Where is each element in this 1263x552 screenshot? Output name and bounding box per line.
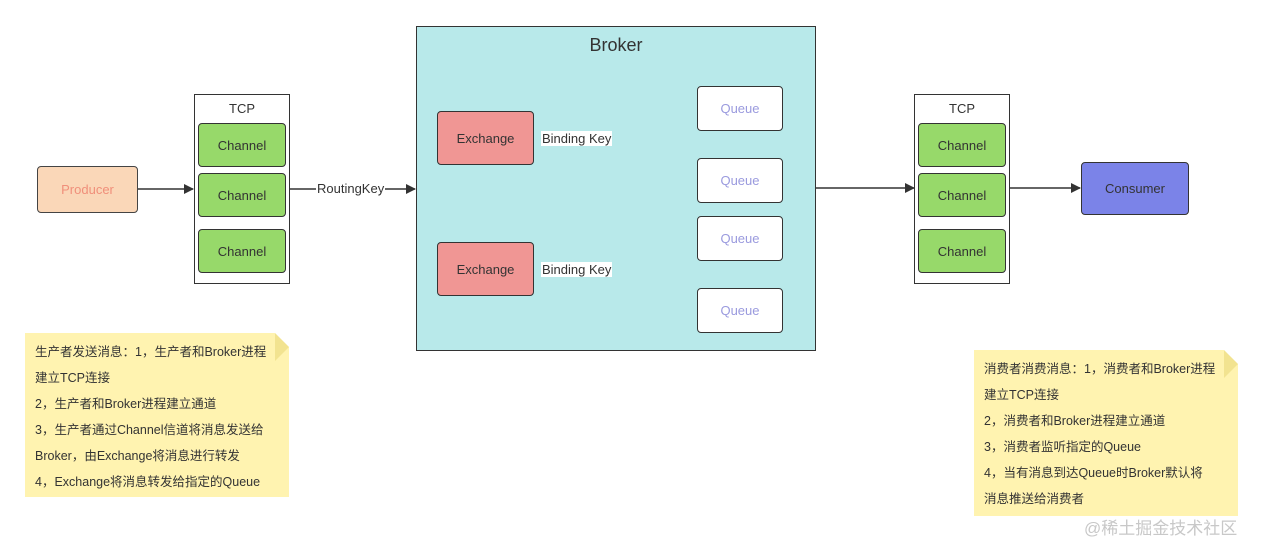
channel-label: Channel — [937, 187, 987, 203]
queue-label: Queue — [720, 173, 760, 188]
producer-tcp-container: TCP Channel Channel Channel — [194, 94, 290, 284]
note-line: 3，生产者通过Channel信道将消息发送给 — [35, 423, 264, 437]
channel-label: Channel — [937, 243, 987, 259]
queue-3: Queue — [697, 216, 783, 261]
consumer-tcp-container: TCP Channel Channel Channel — [914, 94, 1010, 284]
queue-2: Queue — [697, 158, 783, 203]
note-line: 消费者消费消息：1，消费者和Broker进程 — [984, 362, 1216, 376]
producer-note: 生产者发送消息：1，生产者和Broker进程 建立TCP连接 2，生产者和Bro… — [25, 333, 289, 497]
queue-label: Queue — [720, 303, 760, 318]
queue-1: Queue — [697, 86, 783, 131]
producer-label: Producer — [61, 182, 114, 197]
producer-tcp-label: TCP — [229, 101, 255, 116]
watermark-text: @稀土掘金技术社区 — [1084, 519, 1238, 538]
exchange-label: Exchange — [456, 130, 515, 146]
consumer-note: 消费者消费消息：1，消费者和Broker进程 建立TCP连接 2，消费者和Bro… — [974, 350, 1238, 516]
consumer-label: Consumer — [1105, 181, 1165, 196]
binding-key-label-2: Binding Key — [541, 262, 613, 277]
consumer-channel-3: Channel — [918, 229, 1006, 273]
producer-channel-1: Channel — [198, 123, 286, 167]
note-line: 建立TCP连接 — [35, 371, 111, 385]
exchange-label: Exchange — [456, 261, 515, 277]
consumer-tcp-label: TCP — [949, 101, 975, 116]
producer-channel-3: Channel — [198, 229, 286, 273]
broker-title: Broker — [589, 35, 643, 55]
consumer-node: Consumer — [1081, 162, 1189, 215]
queue-4: Queue — [697, 288, 783, 333]
routing-key-label: RoutingKey — [316, 181, 386, 196]
note-line: 4，Exchange将消息转发给指定的Queue — [35, 475, 261, 489]
note-line: 4，当有消息到达Queue时Broker默认将 — [984, 466, 1203, 480]
binding-key-label-1: Binding Key — [541, 131, 613, 146]
consumer-channel-1: Channel — [918, 123, 1006, 167]
note-line: 生产者发送消息：1，生产者和Broker进程 — [35, 345, 267, 359]
note-line: 消息推送给消费者 — [984, 492, 1085, 506]
note-line: Broker，由Exchange将消息进行转发 — [35, 449, 240, 463]
queue-label: Queue — [720, 231, 760, 246]
note-line: 3，消费者监听指定的Queue — [984, 440, 1141, 454]
note-fold-corner — [1224, 350, 1238, 378]
note-fold-corner — [275, 333, 289, 361]
note-line: 建立TCP连接 — [984, 388, 1060, 402]
exchange-2: Exchange — [437, 242, 534, 296]
queue-label: Queue — [720, 101, 760, 116]
channel-label: Channel — [217, 137, 267, 153]
producer-channel-2: Channel — [198, 173, 286, 217]
note-line: 2，生产者和Broker进程建立通道 — [35, 397, 217, 411]
consumer-channel-2: Channel — [918, 173, 1006, 217]
channel-label: Channel — [217, 243, 267, 259]
channel-label: Channel — [937, 137, 987, 153]
producer-node: Producer — [37, 166, 138, 213]
channel-label: Channel — [217, 187, 267, 203]
exchange-1: Exchange — [437, 111, 534, 165]
note-line: 2，消费者和Broker进程建立通道 — [984, 414, 1166, 428]
